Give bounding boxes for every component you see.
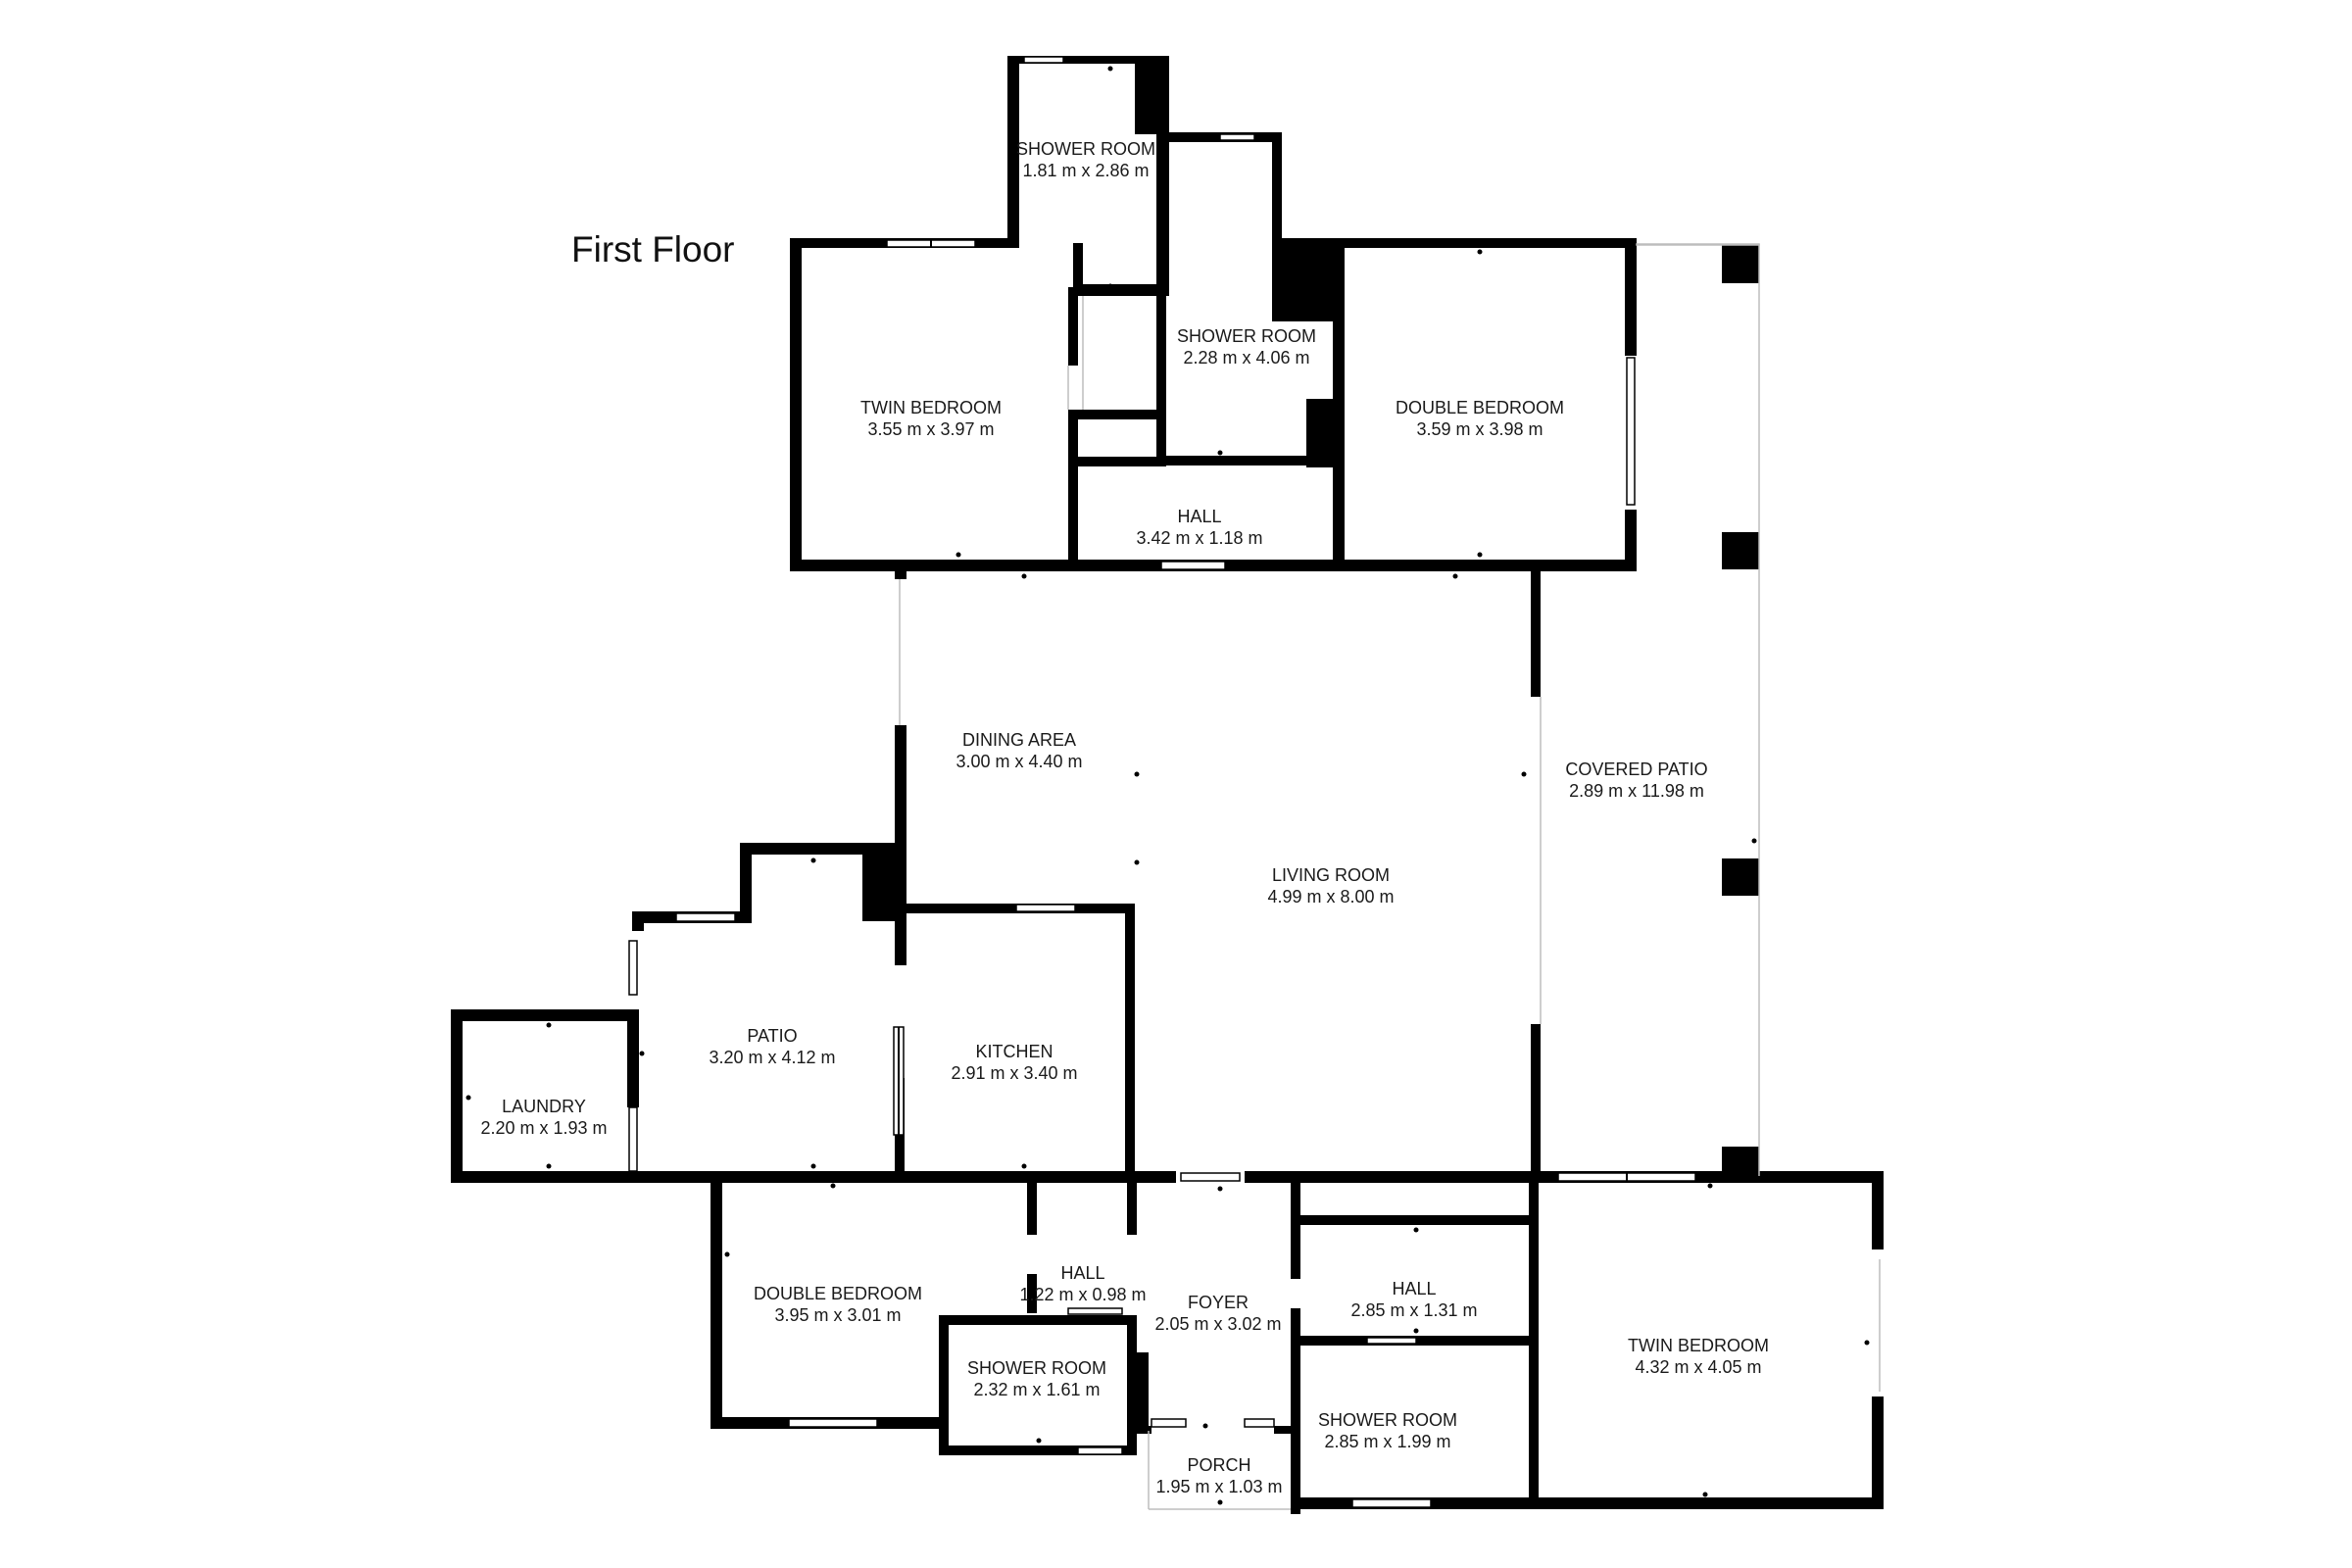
room-dims: 1.22 m x 0.98 m xyxy=(1019,1285,1147,1304)
room-name: TWIN BEDROOM xyxy=(1628,1336,1769,1355)
room-name: FOYER xyxy=(1187,1293,1249,1312)
walls-upper xyxy=(790,56,1637,571)
room-name: TWIN BEDROOM xyxy=(860,398,1002,417)
room-name: SHOWER ROOM xyxy=(967,1358,1106,1378)
room-name: SHOWER ROOM xyxy=(1016,139,1155,159)
windows xyxy=(628,56,1696,1508)
room-name: DOUBLE BEDROOM xyxy=(753,1284,923,1303)
room-dims: 2.28 m x 4.06 m xyxy=(1183,348,1310,368)
dimension-ticks xyxy=(466,66,1870,1505)
room-twin-bedroom-lower: TWIN BEDROOM 4.32 m x 4.05 m xyxy=(1628,1335,1769,1378)
room-name: DINING AREA xyxy=(961,730,1077,750)
open-edges xyxy=(899,243,1881,1510)
room-laundry: LAUNDRY 2.20 m x 1.93 m xyxy=(480,1096,607,1139)
room-double-bedroom-lower: DOUBLE BEDROOM 3.95 m x 3.01 m xyxy=(754,1283,922,1326)
room-name: SHOWER ROOM xyxy=(1177,326,1316,346)
room-dims: 3.42 m x 1.18 m xyxy=(1136,528,1263,548)
room-dims: 2.32 m x 1.61 m xyxy=(973,1380,1101,1399)
room-dims: 3.00 m x 4.40 m xyxy=(956,752,1083,771)
room-name: HALL xyxy=(1177,507,1222,526)
room-dims: 2.85 m x 1.31 m xyxy=(1350,1300,1478,1320)
room-dims: 2.20 m x 1.93 m xyxy=(480,1118,608,1138)
room-dims: 3.95 m x 3.01 m xyxy=(774,1305,902,1325)
room-name: SHOWER ROOM xyxy=(1318,1410,1457,1430)
floor-title: First Floor xyxy=(571,229,735,270)
room-dims: 2.89 m x 11.98 m xyxy=(1569,781,1704,801)
room-porch: PORCH 1.95 m x 1.03 m xyxy=(1155,1454,1282,1497)
room-dims: 4.99 m x 8.00 m xyxy=(1267,887,1395,906)
room-hall-lower-right: HALL 2.85 m x 1.31 m xyxy=(1350,1278,1477,1321)
room-twin-bedroom-top: TWIN BEDROOM 3.55 m x 3.97 m xyxy=(860,397,1002,440)
room-dims: 3.55 m x 3.97 m xyxy=(867,419,995,439)
room-dims: 1.81 m x 2.86 m xyxy=(1022,161,1150,180)
room-dims: 2.05 m x 3.02 m xyxy=(1154,1314,1282,1334)
room-patio: PATIO 3.20 m x 4.12 m xyxy=(709,1025,835,1068)
room-shower-room-lower-left: SHOWER ROOM 2.32 m x 1.61 m xyxy=(967,1357,1106,1400)
room-hall-small: HALL 1.22 m x 0.98 m xyxy=(1019,1262,1146,1305)
room-name: KITCHEN xyxy=(975,1042,1054,1061)
walls-middle xyxy=(451,244,1884,1509)
room-name: HALL xyxy=(1060,1263,1105,1283)
room-name: LAUNDRY xyxy=(502,1097,586,1116)
room-foyer: FOYER 2.05 m x 3.02 m xyxy=(1154,1292,1281,1335)
room-name: LIVING ROOM xyxy=(1271,865,1390,885)
room-dims: 2.91 m x 3.40 m xyxy=(951,1063,1078,1083)
room-dims: 3.59 m x 3.98 m xyxy=(1416,419,1544,439)
room-dims: 4.32 m x 4.05 m xyxy=(1635,1357,1762,1377)
room-hall-top: HALL 3.42 m x 1.18 m xyxy=(1136,506,1262,549)
room-name: PATIO xyxy=(747,1026,798,1046)
room-name: COVERED PATIO xyxy=(1565,760,1708,779)
room-shower-room-lower-right: SHOWER ROOM 2.85 m x 1.99 m xyxy=(1318,1409,1457,1452)
room-kitchen: KITCHEN 2.91 m x 3.40 m xyxy=(951,1041,1077,1084)
room-dims: 3.20 m x 4.12 m xyxy=(709,1048,836,1067)
room-name: DOUBLE BEDROOM xyxy=(1395,398,1565,417)
room-dining-area: DINING AREA 3.00 m x 4.40 m xyxy=(956,729,1082,772)
room-double-bedroom-top: DOUBLE BEDROOM 3.59 m x 3.98 m xyxy=(1396,397,1564,440)
room-dims: 1.95 m x 1.03 m xyxy=(1155,1477,1283,1496)
room-living-room: LIVING ROOM 4.99 m x 8.00 m xyxy=(1267,864,1394,907)
room-shower-room-2: SHOWER ROOM 2.28 m x 4.06 m xyxy=(1177,325,1316,368)
room-covered-patio: COVERED PATIO 2.89 m x 11.98 m xyxy=(1565,759,1707,802)
room-shower-room-top: SHOWER ROOM 1.81 m x 2.86 m xyxy=(1016,138,1155,181)
room-name: PORCH xyxy=(1187,1455,1251,1475)
room-name: HALL xyxy=(1392,1279,1437,1298)
room-dims: 2.85 m x 1.99 m xyxy=(1324,1432,1451,1451)
